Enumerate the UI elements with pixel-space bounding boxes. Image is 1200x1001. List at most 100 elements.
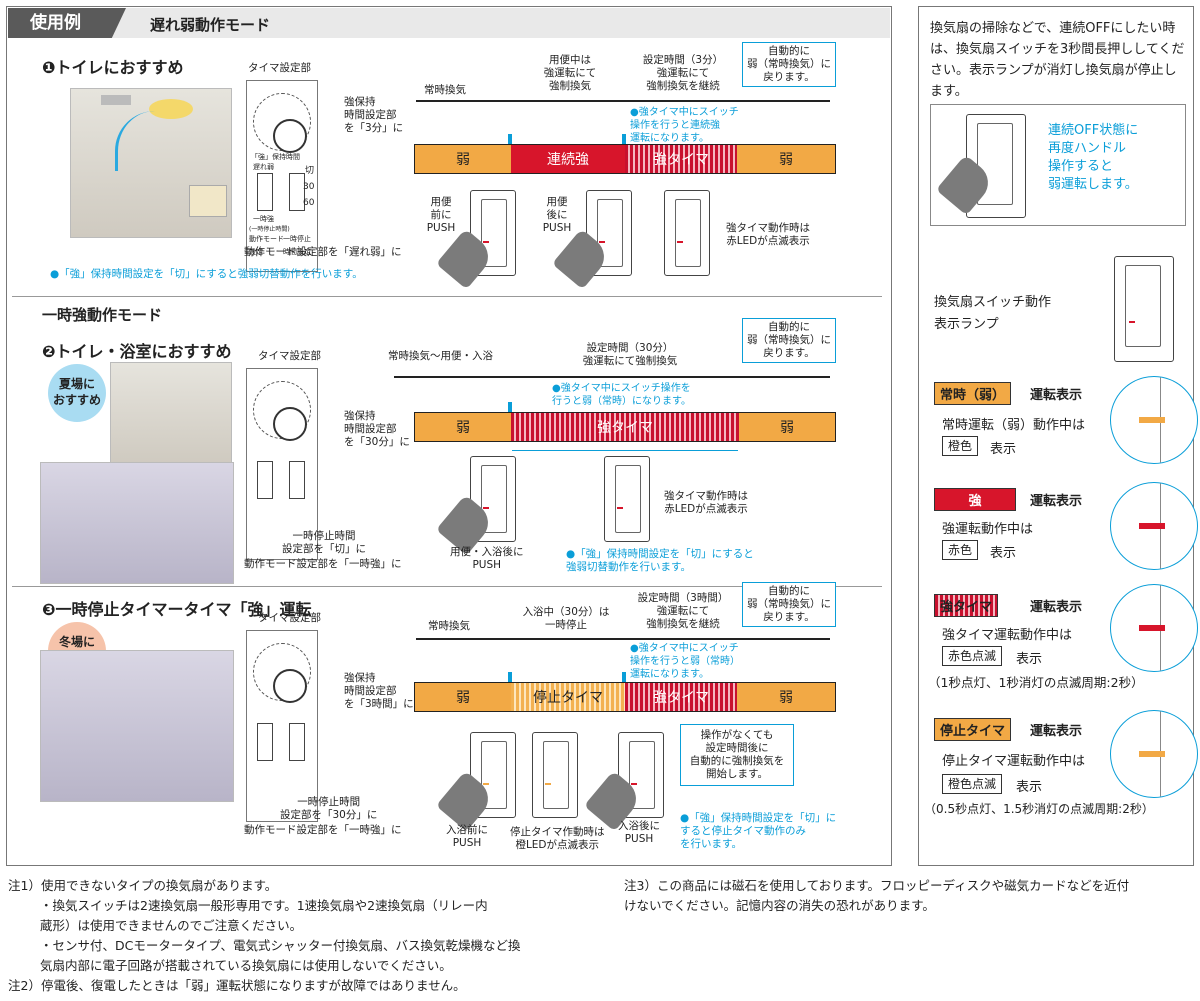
- lamp-switch[interactable]: [1114, 256, 1174, 362]
- sec1-timeline-arrow: [416, 100, 830, 102]
- airflow-lines: [115, 111, 178, 171]
- legend-desc-strong: 強運転動作中は: [942, 522, 1034, 537]
- legend-tag-normal: 常時（弱）: [934, 382, 1012, 405]
- sec2-push: 用便・入浴後に PUSH: [450, 546, 524, 571]
- sec2-dial-note: 強保持 時間設定部 を「30分」に: [344, 410, 410, 448]
- ichiji-label: 一時強: [253, 215, 274, 223]
- mode-switch[interactable]: [257, 173, 273, 211]
- sec2-timer-dial-panel: [246, 368, 318, 560]
- legend-suffix-strong-timer: 表示: [1016, 652, 1043, 667]
- sec3-push2: 入浴後に PUSH: [618, 820, 660, 845]
- sec1-top1: 常時換気: [424, 84, 466, 96]
- sec1-push2: 用便 後に PUSH: [542, 196, 572, 234]
- sec3-led-note: 停止タイマ作動時は 橙LEDが点滅表示: [510, 826, 605, 851]
- sec2-top4: 自動的に 弱（常時換気）に 戻ります。: [742, 318, 836, 363]
- divider-1: [12, 296, 882, 297]
- v60-label: 60: [303, 198, 315, 208]
- sec3-dial-note: 強保持 時間設定部 を「3時間」に: [344, 672, 414, 710]
- stop-switch[interactable]: [289, 723, 305, 761]
- sec1-mode-note: 動作モード設定部を「遅れ弱」に: [244, 246, 402, 258]
- legend-suffix-normal: 表示: [990, 442, 1017, 457]
- sec1-top4: 自動的に 弱（常時換気）に 戻ります。: [742, 42, 836, 87]
- sec1-seg-continuous: 連続強: [511, 145, 625, 173]
- sec3-top3: 設定時間（3時間） 強運転にて 強制換気を継続: [637, 592, 729, 630]
- sec3-dotted-span: [626, 638, 738, 640]
- sec2-blue-note: ●「強」保持時間設定を「切」にすると 強弱切替動作を行います。: [566, 548, 754, 573]
- vent-fan: [101, 95, 131, 105]
- note-3: 注3）この商品には磁石を使用しております。フロッピーディスクや磁気カードなどを近…: [624, 878, 1130, 913]
- side-switch-box: [930, 104, 1186, 226]
- mode-title-delay-weak: 遅れ弱動作モード: [150, 16, 271, 34]
- sec3-blue-mid: ●強タイマ中にスイッチ 操作を行うと弱（常時） 運転になります。: [630, 643, 740, 680]
- sec3-top4: 自動的に 弱（常時換気）に 戻ります。: [742, 582, 836, 627]
- mode-title-temp-strong: 一時強動作モード: [42, 306, 163, 324]
- sec2-blue-mid: ●強タイマ中にスイッチ操作を 行うと弱（常時）になります。: [552, 383, 691, 407]
- sec1-dotted-span: [626, 100, 738, 102]
- side-blue-note: 連続OFF状態に 再度ハンドル 操作すると 弱運転します。: [1048, 123, 1139, 192]
- sec1-timer-dial-panel: 「強」保持時間 切 30 60 遅れ弱 一時強 (一時停止時間) 動作モード 設…: [246, 80, 318, 272]
- mode-switch[interactable]: [257, 723, 273, 761]
- legend-state-strong: 赤色: [942, 540, 979, 560]
- note-1: 注1）使用できないタイプの換気扇があります。: [8, 878, 278, 893]
- mode-set-label: 動作モード 設定: [249, 235, 284, 256]
- stop-set-label: 一時停止 時間設定: [283, 235, 311, 256]
- sec2-blue-connector: [512, 450, 738, 451]
- toilet-tank: [189, 185, 227, 217]
- sec3-switch-3[interactable]: [618, 732, 664, 818]
- sec3-timer-title: タイマ設定部: [258, 612, 321, 624]
- sec3-push1: 入浴前に PUSH: [446, 824, 488, 849]
- sec1-status-bar: 弱 連続強 強タイマ 弱: [414, 144, 836, 174]
- sec1-dial-note: 強保持 時間設定部 を「3分」に: [344, 96, 404, 134]
- kiri-label: 切: [305, 166, 315, 176]
- hold-time-dial[interactable]: [253, 381, 311, 441]
- sec3-blue-note: ●「強」保持時間設定を「切」に すると停止タイマ動作のみ を行います。: [680, 812, 837, 850]
- sec1-blue-mid: ●強タイマ中にスイッチ 操作を行うと連続強 運転になります。: [630, 107, 739, 144]
- sec1-title: ❶トイレにおすすめ: [42, 58, 184, 77]
- sec2-switch-2[interactable]: [604, 456, 650, 542]
- hold-time-dial[interactable]: [253, 643, 311, 703]
- sec1-top3: 設定時間（3分） 強運転にて 強制換気を継続: [642, 54, 724, 92]
- sec3-status-bar: 弱 停止タイマ 強タイマ 弱: [414, 682, 836, 712]
- dial-knob[interactable]: [273, 407, 307, 441]
- chuu-label: (一時停止時間): [249, 226, 290, 233]
- stop-switch[interactable]: [289, 173, 305, 211]
- toilet-illustration: [70, 88, 232, 238]
- legend-label-normal: 運転表示: [1030, 388, 1083, 403]
- note-1b: ・センサ付、DCモータータイプ、電気式シャッター付換気扇、バス換気乾燥機など換 …: [40, 938, 521, 973]
- v30-label: 30: [303, 182, 315, 192]
- sec3-timer-dial-panel: [246, 630, 318, 822]
- legend-label-strong: 運転表示: [1030, 494, 1083, 509]
- legend-tag-stop-timer: 停止タイマ: [934, 718, 1012, 741]
- sec1-switch-3[interactable]: [664, 190, 710, 276]
- sec3-callout: 操作がなくても 設定時間後に 自動的に強制換気を 開始します。: [680, 724, 794, 786]
- sec2-seg-strong-timer: 強タイマ: [511, 413, 739, 441]
- sec3-mode-note: 動作モード設定部を「一時強」に: [244, 824, 402, 836]
- legend-desc-stop-timer: 停止タイマ運転動作中は: [942, 754, 1086, 769]
- sec2-top1: 常時換気～用便・入浴: [388, 350, 493, 362]
- mode-switch[interactable]: [257, 461, 273, 499]
- dial-knob[interactable]: [273, 119, 307, 153]
- sec3-top2: 入浴中（30分）は 一時停止: [522, 606, 610, 631]
- hold-time-dial[interactable]: [253, 93, 311, 153]
- legend-tag-strong-timer: 強タイマ: [934, 594, 999, 617]
- sec3-marker-1: [508, 672, 512, 682]
- sec3-seg-strong-timer: 強タイマ: [625, 683, 737, 711]
- bathroom-illustration: [40, 650, 234, 802]
- legend-extra-stop-timer: （0.5秒点灯、1.5秒消灯の点滅周期:2秒）: [924, 802, 1154, 816]
- sec3-stop-note: 一時停止時間 設定部を「30分」に: [280, 796, 378, 821]
- dial-knob[interactable]: [273, 669, 307, 703]
- side-intro: 換気扇の掃除などで、連続OFFにしたい時は、換気扇スイッチを3秒間長押ししてくだ…: [930, 21, 1185, 99]
- sec1-marker-1: [508, 134, 512, 144]
- sec3-switch-2[interactable]: [532, 732, 578, 818]
- sec2-dotted-span: [512, 376, 738, 378]
- sec2-led-note: 強タイマ動作時は 赤LEDが点滅表示: [664, 490, 748, 515]
- sec2-seg-weak-b: 弱: [739, 413, 835, 441]
- usage-example-tab: 使用例: [8, 8, 126, 38]
- okure-label: 遅れ弱: [253, 163, 274, 171]
- sec2-title: ❷トイレ・浴室におすすめ: [42, 342, 232, 361]
- stop-switch[interactable]: [289, 461, 305, 499]
- sec1-push1: 用便 前に PUSH: [426, 196, 456, 234]
- lamp-circle-strong-timer: [1110, 584, 1198, 672]
- sec1-blue-note: ●「強」保持時間設定を「切」にすると強弱切替動作を行います。: [50, 268, 363, 280]
- lamp-circle-normal: [1110, 376, 1198, 464]
